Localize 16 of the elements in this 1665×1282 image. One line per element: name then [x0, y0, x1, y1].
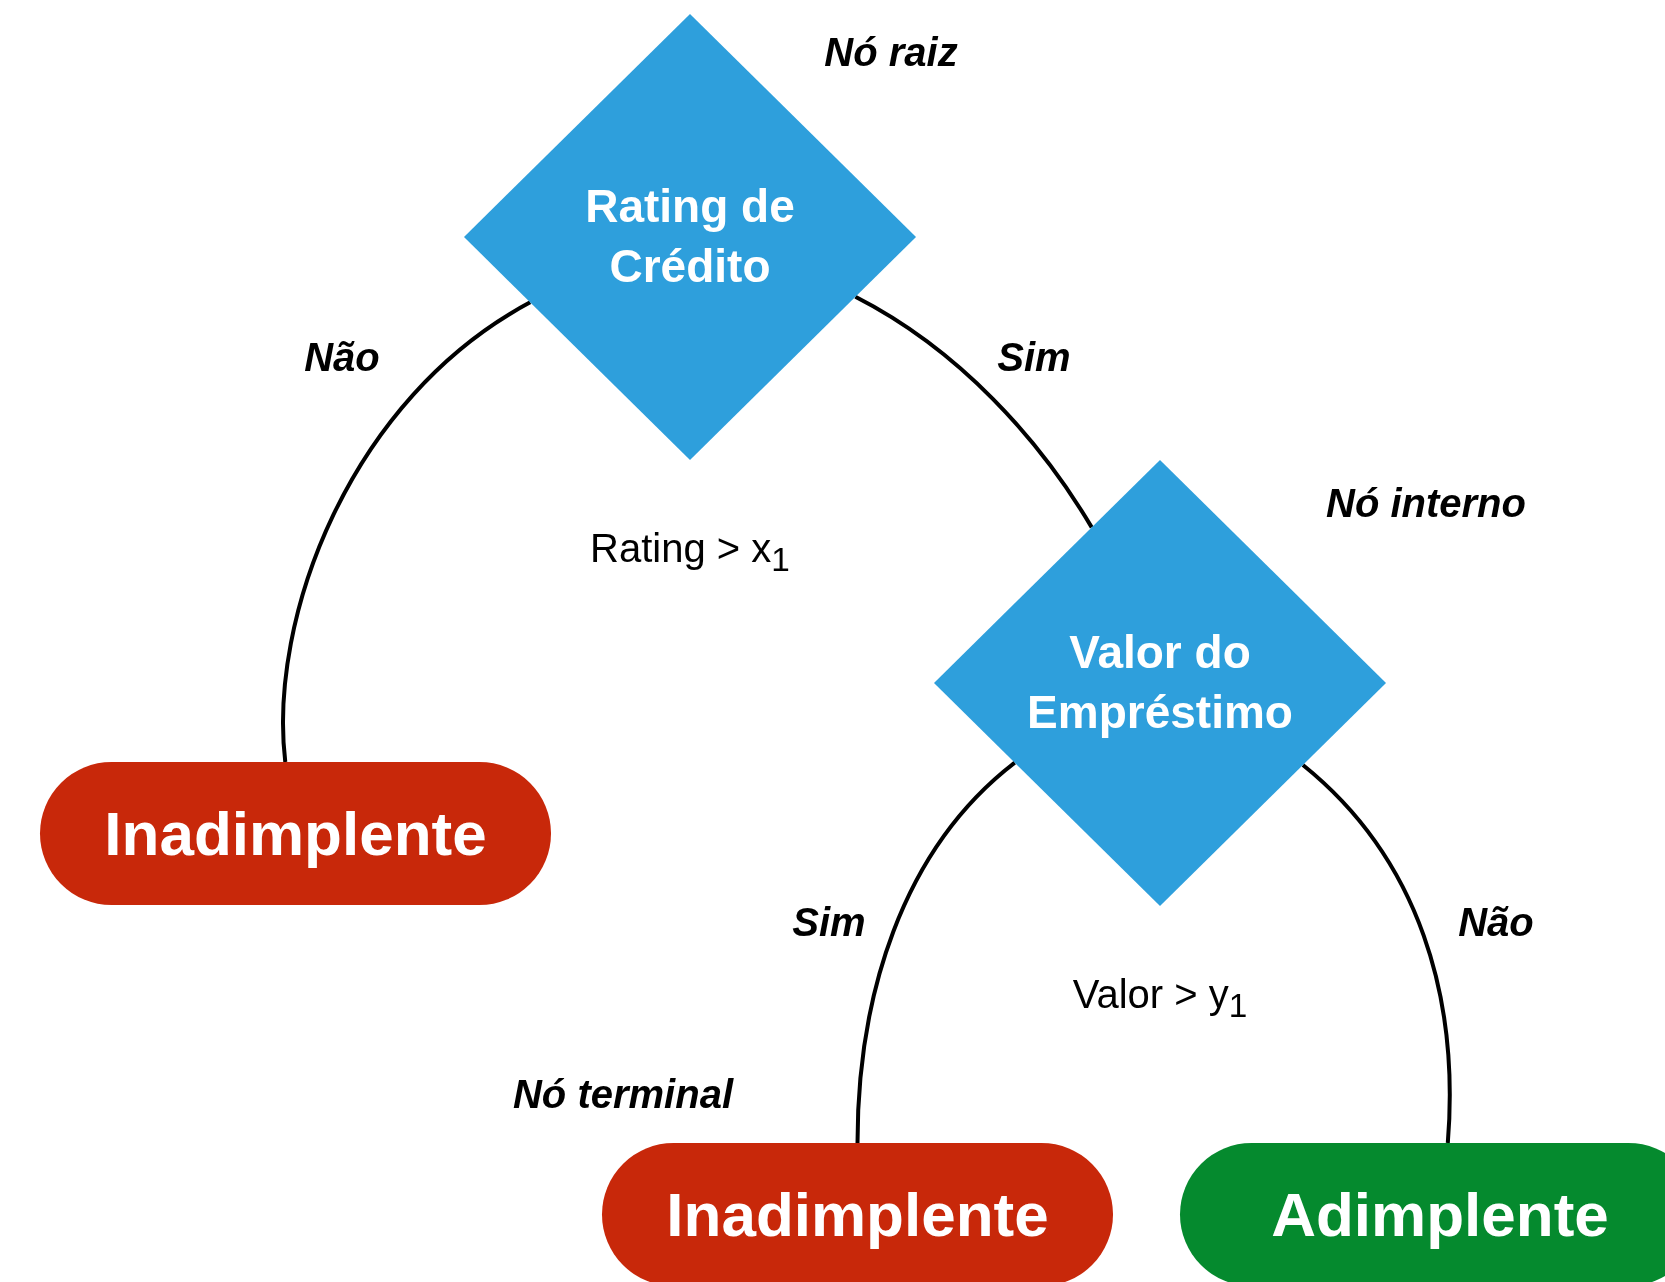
node-text: Inadimplente	[104, 798, 487, 869]
connector-line	[1301, 763, 1452, 1144]
node-text: Inadimplente	[666, 1179, 1049, 1250]
node-annotation: Nó raiz	[824, 29, 958, 76]
connector-line	[281, 300, 532, 763]
node-text: Valor do Empréstimo	[1026, 625, 1294, 740]
node-annotation: Nó terminal	[513, 1071, 733, 1118]
node-text: Adimplente	[1271, 1179, 1609, 1250]
connector-line	[855, 761, 1017, 1144]
node-text: Rating de Crédito	[584, 179, 796, 294]
split-condition: Valor > y$_{1}$	[1071, 970, 1249, 1026]
node-annotation: Nó interno	[1326, 480, 1526, 527]
split-condition: Rating > x$_{1}$	[589, 524, 791, 580]
terminal-pill	[1180, 1143, 1665, 1282]
connector-line	[854, 295, 1094, 529]
decision-diamond	[934, 460, 1386, 906]
